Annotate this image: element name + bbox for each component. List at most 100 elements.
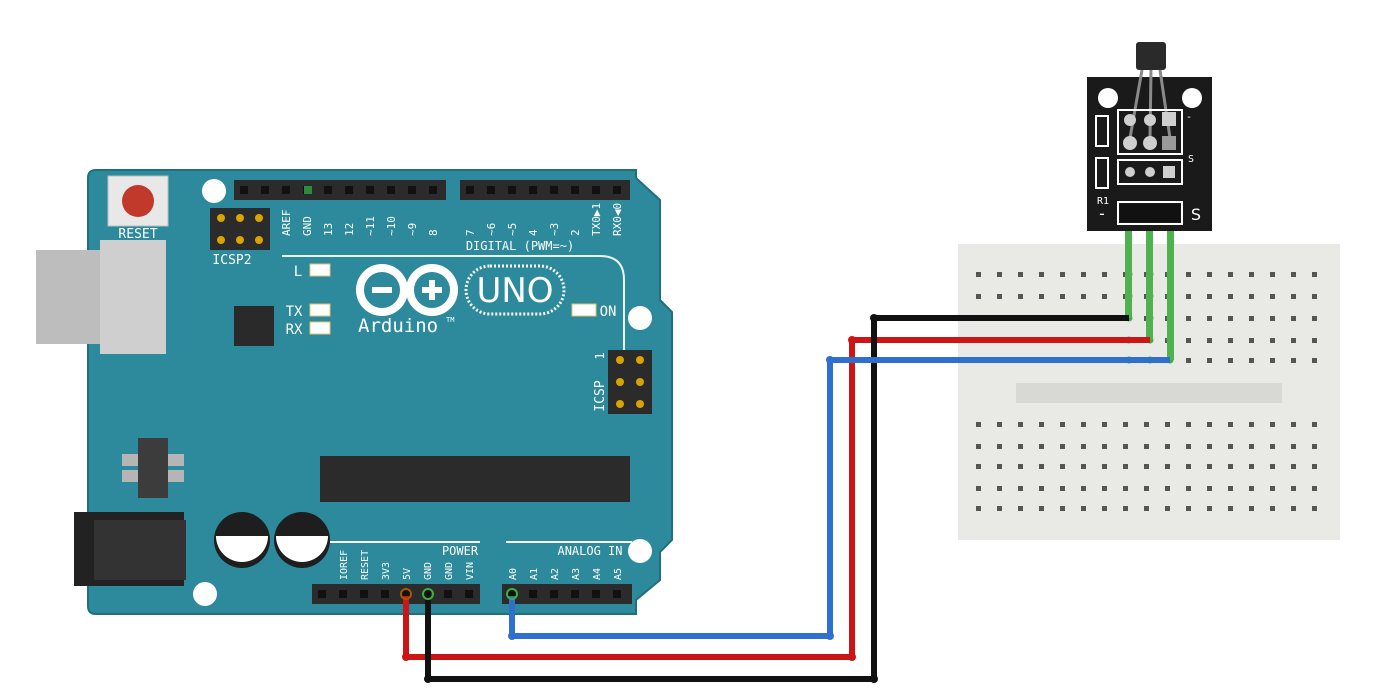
wires <box>400 314 1170 683</box>
digital-pin-label: ~5 <box>506 223 519 236</box>
breadboard-hole <box>1060 506 1065 511</box>
analog-label: ANALOG IN <box>557 544 622 558</box>
microcontroller-chip <box>320 456 630 502</box>
breadboard-hole <box>997 294 1002 299</box>
breadboard-hole <box>1102 272 1107 277</box>
header-pin <box>508 186 516 194</box>
breadboard-hole <box>1144 486 1149 491</box>
digital-pin-label: GND <box>301 216 314 236</box>
mounting-hole <box>193 582 217 606</box>
breadboard-hole <box>1312 422 1317 427</box>
breadboard-hole <box>1186 464 1191 469</box>
breadboard-hole <box>976 506 981 511</box>
breadboard-hole <box>997 506 1002 511</box>
sensor-pad <box>1163 166 1175 178</box>
sensor-module: R1 S - - S <box>1087 42 1212 360</box>
breadboard-hole <box>1291 358 1296 363</box>
led-rx <box>309 321 331 335</box>
breadboard-hole <box>1291 506 1296 511</box>
led-on-label: ON <box>600 304 617 320</box>
breadboard-hole <box>976 422 981 427</box>
header-pin <box>592 590 600 598</box>
header-pin <box>318 590 326 598</box>
breadboard-hole <box>1039 294 1044 299</box>
brand-label: Arduino <box>358 315 438 337</box>
sensor-pad <box>1143 136 1157 150</box>
reset-button-cap[interactable] <box>122 185 154 217</box>
wire-end-point <box>508 632 516 640</box>
mounting-hole <box>628 306 652 330</box>
sensor-leg <box>1158 69 1172 139</box>
header-pin <box>444 590 452 598</box>
wire-pin-gnd <box>422 588 434 600</box>
header-pin <box>366 186 374 194</box>
header-pin <box>550 590 558 598</box>
breadboard-hole <box>1102 464 1107 469</box>
digital-header-left <box>234 180 446 200</box>
led-tx-label: TX <box>286 304 303 320</box>
led-l-label: L <box>294 264 302 280</box>
breadboard-hole <box>1228 294 1233 299</box>
power-pin-label: VIN <box>465 562 476 580</box>
header-pin-gnd <box>304 186 312 194</box>
sensor-mount-hole <box>1182 88 1202 108</box>
sensor-pin-header <box>1120 204 1180 222</box>
header-pin <box>466 186 474 194</box>
breadboard-hole <box>1291 338 1296 343</box>
breadboard-hole <box>1039 506 1044 511</box>
breadboard-hole <box>1081 486 1086 491</box>
header-pin <box>529 186 537 194</box>
sensor-lead-minus <box>1125 212 1132 318</box>
breadboard-hole <box>1165 506 1170 511</box>
sensor-minus-label-top: - <box>1186 112 1192 123</box>
header-pin <box>282 186 290 194</box>
bottom-pin-holes <box>318 590 621 598</box>
icsp-header <box>608 350 652 414</box>
arduino-logo <box>356 264 566 316</box>
wire-end-point <box>870 675 878 683</box>
breadboard-hole <box>1186 506 1191 511</box>
header-pin <box>571 186 579 194</box>
sensor-pad <box>1162 112 1176 126</box>
analog-pin-label: A2 <box>550 568 561 580</box>
breadboard-hole <box>1249 464 1254 469</box>
icsp-label: ICSP <box>593 380 608 411</box>
breadboard-hole <box>1228 316 1233 321</box>
breadboard-hole <box>1207 486 1212 491</box>
breadboard-hole <box>1249 422 1254 427</box>
analog-pin-label: A5 <box>613 568 624 580</box>
digital-pin-label: AREF <box>280 210 293 237</box>
breadboard-hole <box>1291 464 1296 469</box>
breadboard-hole <box>1228 486 1233 491</box>
breadboard-hole <box>1249 444 1254 449</box>
capacitor <box>274 512 330 568</box>
breadboard-hole <box>1228 358 1233 363</box>
breadboard-hole <box>1165 464 1170 469</box>
voltage-regulator <box>122 438 184 498</box>
digital-pin-label: ~6 <box>485 223 498 236</box>
wire-end-point <box>848 653 856 661</box>
breadboard-hole <box>1186 422 1191 427</box>
breadboard-hole <box>1123 444 1128 449</box>
breadboard-hole <box>1312 316 1317 321</box>
sensor-pin-header-outline <box>1117 201 1183 225</box>
led-on <box>571 303 597 317</box>
breadboard-hole <box>1144 444 1149 449</box>
sensor-pad-block <box>1117 109 1183 155</box>
breadboard-hole <box>997 444 1002 449</box>
breadboard-hole <box>1249 338 1254 343</box>
header-pin <box>592 186 600 194</box>
reset-button[interactable] <box>107 175 169 227</box>
sensor-side-s-label: S <box>1191 205 1201 224</box>
breadboard-hole <box>1291 444 1296 449</box>
wire-end-point <box>848 336 856 344</box>
header-pin <box>261 186 269 194</box>
sensor-side-minus-label: - <box>1097 204 1107 223</box>
breadboard-hole <box>1207 506 1212 511</box>
sensor-pad <box>1162 136 1176 150</box>
breadboard-hole <box>997 464 1002 469</box>
power-pin-label: GND <box>423 562 434 580</box>
breadboard-hole <box>1291 422 1296 427</box>
breadboard-hole <box>1291 294 1296 299</box>
